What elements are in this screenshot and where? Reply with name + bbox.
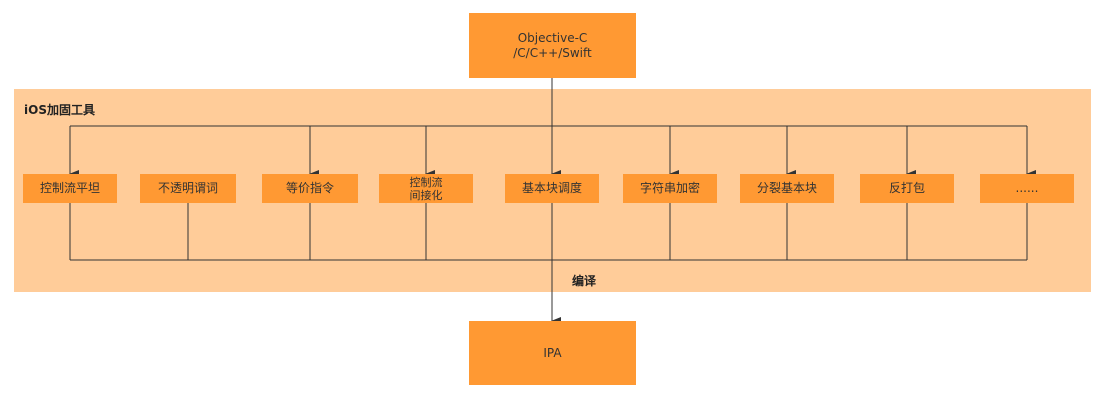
source-line1: Objective-C — [517, 30, 588, 45]
tool-label: 字符串加密 — [639, 181, 700, 195]
tool-label: 基本块调度 — [521, 181, 582, 195]
tool-label: 反打包 — [888, 181, 925, 195]
compile-label: 编译 — [572, 274, 597, 288]
source-line2: /C/C++/Swift — [513, 45, 592, 60]
ipa-output-box: IPA — [469, 321, 636, 385]
tool-box: 等价指令 — [262, 174, 358, 203]
tool-box: 反打包 — [860, 174, 954, 203]
tool-label: 分裂基本块 — [756, 181, 817, 195]
region-title: iOS加固工具 — [24, 103, 95, 117]
tool-label: ...... — [1015, 181, 1039, 195]
tool-label: 控制流 — [409, 175, 443, 189]
tool-label: 等价指令 — [285, 181, 334, 195]
tool-box: 不透明谓词 — [140, 174, 236, 203]
tool-label: 控制流平坦 — [39, 181, 100, 195]
tool-label-line2: 间接化 — [409, 188, 443, 202]
tool-label: 不透明谓词 — [157, 181, 218, 195]
tool-box: 基本块调度 — [505, 174, 599, 203]
tool-box: 控制流平坦 — [23, 174, 117, 203]
tool-box: 分裂基本块 — [740, 174, 834, 203]
tool-box: ...... — [980, 174, 1074, 203]
source-language-box: Objective-C /C/C++/Swift — [469, 13, 636, 78]
ipa-label: IPA — [543, 345, 562, 360]
tool-box: 控制流间接化 — [379, 174, 473, 203]
tool-box: 字符串加密 — [623, 174, 717, 203]
